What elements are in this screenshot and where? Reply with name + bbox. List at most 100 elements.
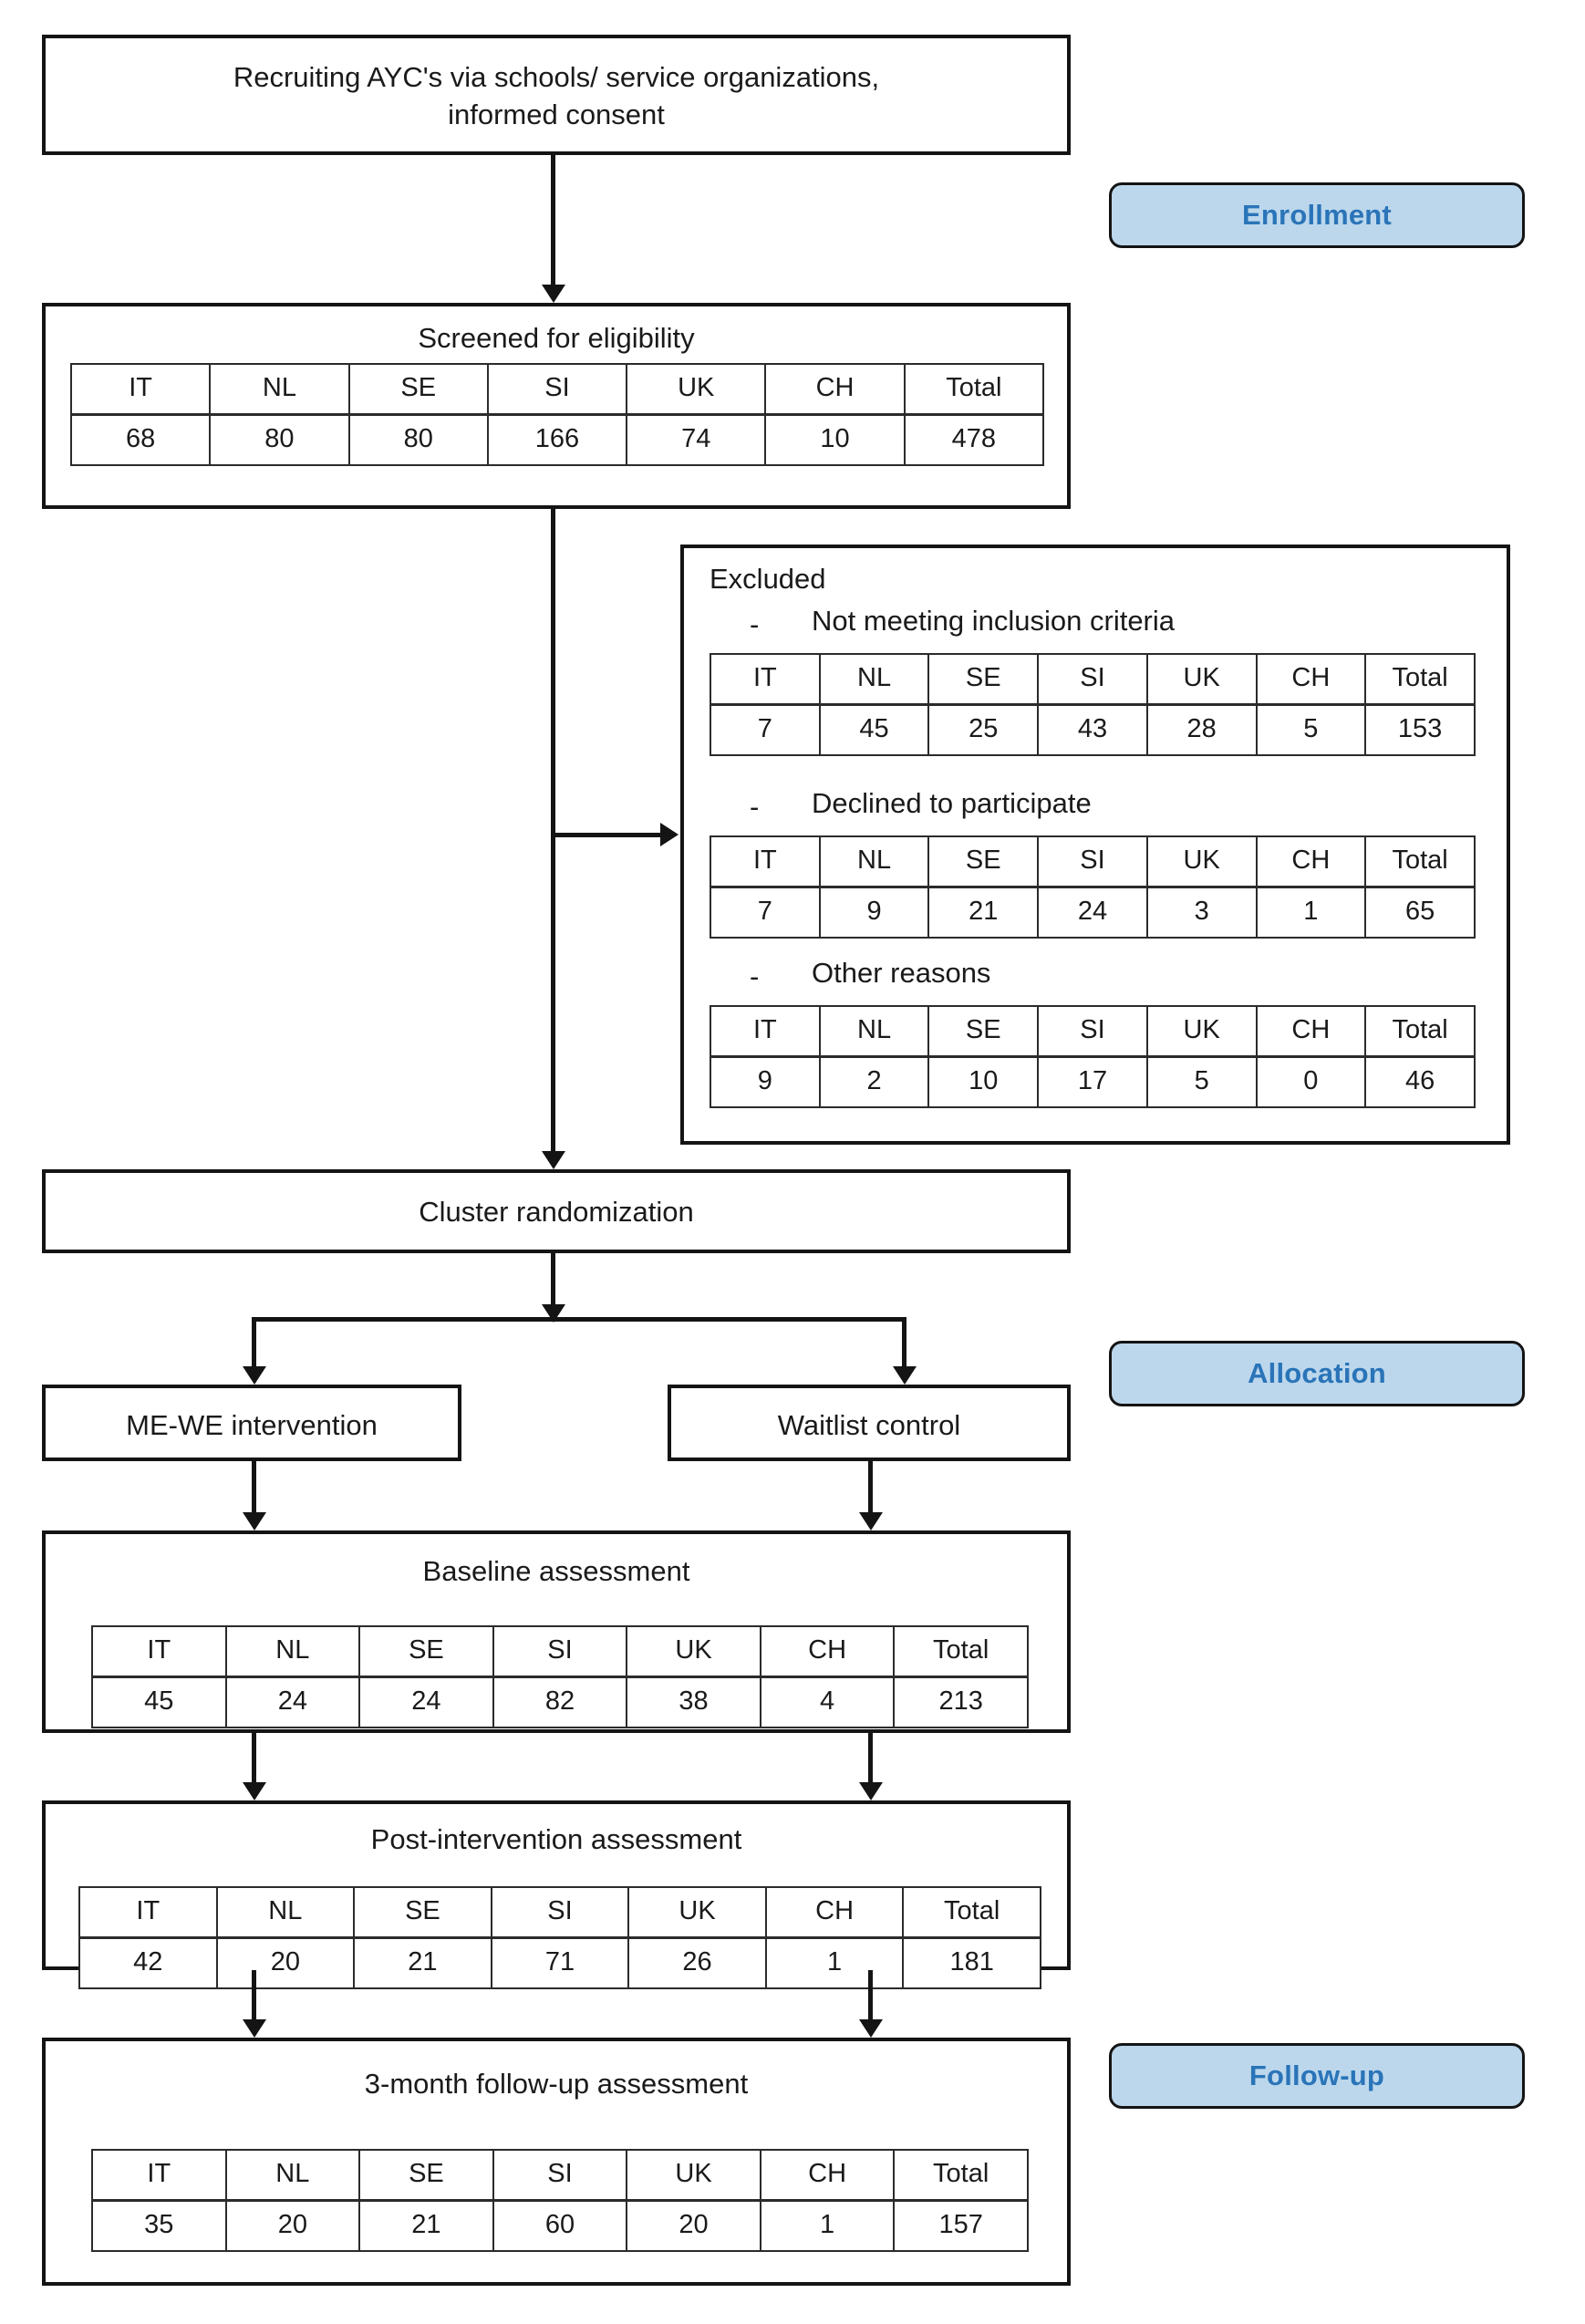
node-screened-title: Screened for eligibility [418, 322, 695, 354]
col-header: Total [893, 1625, 1029, 1678]
col-header: CH [1255, 1005, 1367, 1058]
arrowhead-post-to-followup-right [859, 2019, 883, 2038]
col-header: CH [759, 2149, 896, 2202]
cell-value: 60 [492, 2199, 628, 2252]
cell-value: 2 [818, 1055, 930, 1108]
col-header: CH [764, 1886, 905, 1939]
table-row: IT NL SE SI UK CH Total [710, 653, 1476, 706]
col-header: NL [818, 653, 930, 706]
connector-intervention-to-baseline [252, 1461, 256, 1520]
cell-value: 4 [759, 1676, 896, 1728]
col-header: UK [626, 1625, 761, 1678]
arrowhead-intervention-to-baseline [243, 1512, 266, 1530]
table-row: 68 80 80 166 74 10 478 [69, 413, 1045, 466]
connector-control-to-baseline [868, 1461, 873, 1520]
col-header: SI [1037, 835, 1148, 888]
connector-to-excluded [551, 833, 668, 837]
col-header: Total [893, 2149, 1029, 2202]
cell-value: 9 [818, 886, 930, 939]
node-post-intervention: Post-intervention assessment IT NL SE SI… [42, 1800, 1071, 1989]
table-row: IT NL SE SI UK CH Total [91, 2149, 1029, 2202]
cell-value: 5 [1255, 703, 1367, 756]
node-recruiting: Recruiting AYC's via schools/ service or… [42, 35, 1071, 155]
table-row: 35 20 21 60 20 1 157 [91, 2199, 1029, 2252]
cell-value: 21 [353, 1936, 492, 1989]
col-header: UK [1145, 835, 1258, 888]
bullet-dash: - [750, 608, 760, 640]
col-header: SI [486, 363, 628, 416]
arrowhead-post-to-followup-left [243, 2019, 266, 2038]
connector-baseline-to-post-right [868, 1733, 873, 1790]
table-baseline: IT NL SE SI UK CH Total 45 24 24 82 38 4… [91, 1625, 1029, 1728]
col-header: SE [927, 835, 1040, 888]
arrowhead-baseline-to-post-left [243, 1782, 266, 1800]
col-header: NL [224, 2149, 361, 2202]
connector-to-control [902, 1317, 906, 1374]
cell-value: 35 [91, 2199, 227, 2252]
col-header: NL [818, 1005, 930, 1058]
node-followup-3month-title: 3-month follow-up assessment [364, 2068, 749, 2100]
table-screened: IT NL SE SI UK CH Total 68 80 80 166 74 … [69, 363, 1045, 466]
col-header: UK [1145, 1005, 1258, 1058]
col-header: IT [710, 653, 821, 706]
table-row: IT NL SE SI UK CH Total [710, 835, 1476, 888]
col-header: SI [490, 1886, 630, 1939]
table-row: 42 20 21 71 26 1 181 [78, 1936, 1041, 1989]
col-header: Total [1364, 835, 1476, 888]
cell-value: 38 [626, 1676, 761, 1728]
cell-value: 0 [1255, 1055, 1367, 1108]
table-row: 9 2 10 17 5 0 46 [710, 1055, 1476, 1108]
col-header: IT [710, 835, 821, 888]
col-header: SE [353, 1886, 492, 1939]
col-header: SE [358, 1625, 494, 1678]
col-header: CH [764, 363, 906, 416]
cell-value: 166 [486, 413, 628, 466]
col-header: UK [626, 2149, 761, 2202]
table-row: 45 24 24 82 38 4 213 [91, 1676, 1029, 1728]
col-header: UK [627, 1886, 767, 1939]
cell-value: 181 [902, 1936, 1041, 1989]
cell-value: 5 [1145, 1055, 1258, 1108]
col-header: Total [903, 363, 1045, 416]
cell-value: 20 [215, 1936, 356, 1989]
bullet-dash: - [750, 791, 760, 823]
node-intervention-title: ME-WE intervention [126, 1409, 378, 1441]
col-header: SI [492, 1625, 628, 1678]
cell-value: 478 [903, 413, 1045, 466]
col-header: Total [1364, 1005, 1476, 1058]
col-header: CH [1255, 835, 1367, 888]
stage-pill-enrollment-label: Enrollment [1242, 199, 1392, 231]
node-baseline-title: Baseline assessment [422, 1555, 690, 1587]
table-row: 7 9 21 24 3 1 65 [710, 886, 1476, 939]
col-header: NL [215, 1886, 356, 1939]
col-header: SE [927, 653, 1040, 706]
col-header: SE [347, 363, 489, 416]
col-header: SI [492, 2149, 628, 2202]
table-row: IT NL SE SI UK CH Total [78, 1886, 1041, 1939]
node-screened: Screened for eligibility IT NL SE SI UK … [42, 303, 1071, 509]
connector-post-to-followup-left [252, 1970, 256, 2027]
arrowhead-baseline-to-post-right [859, 1782, 883, 1800]
cell-value: 153 [1364, 703, 1476, 756]
col-header: UK [1145, 653, 1258, 706]
stage-pill-enrollment: Enrollment [1109, 182, 1525, 248]
excluded-reason-label: Not meeting inclusion criteria [812, 605, 1176, 637]
node-control: Waitlist control [668, 1385, 1071, 1461]
cell-value: 46 [1364, 1055, 1476, 1108]
col-header: IT [91, 1625, 227, 1678]
cell-value: 74 [626, 413, 767, 466]
stage-pill-allocation-label: Allocation [1248, 1357, 1386, 1389]
cell-value: 24 [224, 1676, 361, 1728]
cell-value: 42 [78, 1936, 218, 1989]
table-followup-3month: IT NL SE SI UK CH Total 35 20 21 60 20 1… [91, 2149, 1029, 2252]
col-header: IT [69, 363, 212, 416]
stage-pill-followup-label: Follow-up [1248, 2059, 1385, 2091]
node-followup-3month: 3-month follow-up assessment IT NL SE SI… [42, 2038, 1071, 2286]
stage-pill-followup: Follow-up [1109, 2043, 1525, 2109]
col-header: CH [759, 1625, 896, 1678]
table-excluded-other-reasons: IT NL SE SI UK CH Total 9 2 10 17 5 0 46 [710, 1005, 1476, 1108]
node-recruiting-title: Recruiting AYC's via schools/ service or… [233, 61, 880, 131]
cell-value: 157 [893, 2199, 1029, 2252]
table-row: IT NL SE SI UK CH Total [710, 1005, 1476, 1058]
